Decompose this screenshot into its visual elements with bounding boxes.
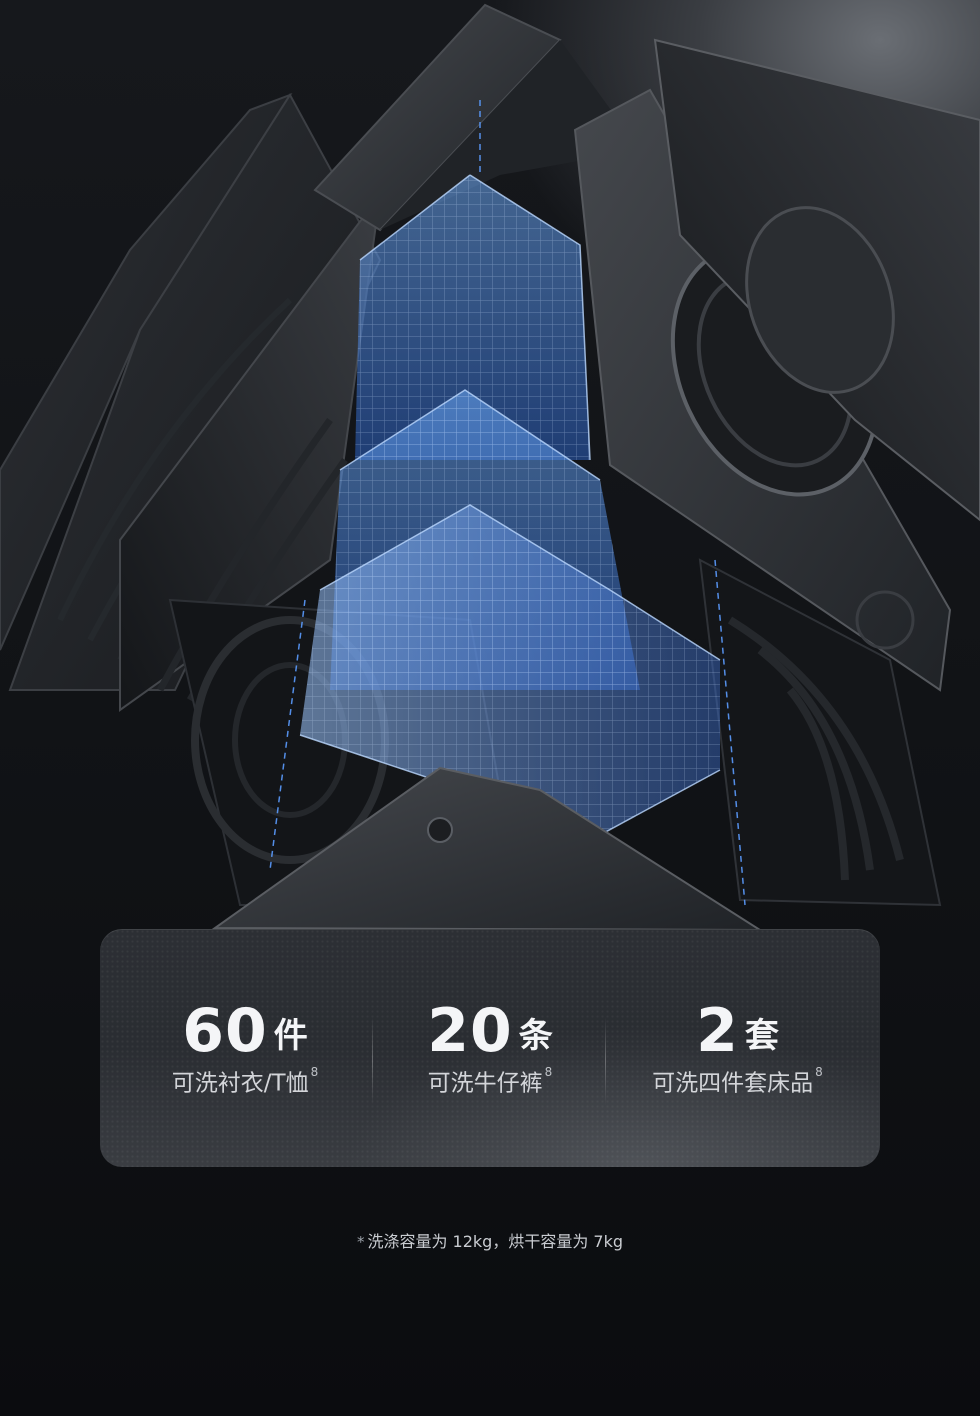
stat-divider (372, 1017, 373, 1105)
stat-bedding-number: 2 (696, 996, 739, 1066)
footnote-text: 洗涤容量为 12kg，烘干容量为 7kg (367, 1232, 624, 1251)
top-panel (313, 3, 640, 232)
laundry-capacity-stack (269, 100, 746, 906)
stat-jeans-note: 8 (544, 1065, 553, 1079)
door-lid (653, 38, 980, 522)
right-rear-panel (698, 558, 942, 907)
capacity-footnote: *洗涤容量为 12kg，烘干容量为 7kg (0, 1228, 980, 1256)
footnote-asterisk: * (356, 1233, 365, 1251)
stat-jeans-number: 20 (427, 996, 513, 1066)
bottom-base-panel (211, 766, 762, 930)
exploded-washer-illustration (0, 3, 980, 930)
stat-jeans-unit: 条 (518, 1016, 553, 1056)
stat-shirts-number: 60 (182, 996, 268, 1066)
stat-shirts-caption-text: 可洗衬衣/T恤 (171, 1070, 309, 1097)
stat-divider (605, 1017, 606, 1105)
stat-jeans-caption-text: 可洗牛仔裤 (427, 1070, 543, 1097)
stat-shirts-unit: 件 (273, 1016, 308, 1056)
stat-bedding-note: 8 (815, 1065, 823, 1079)
stat-bedding-caption-text: 可洗四件套床品 (652, 1070, 814, 1097)
stat-shirts-note: 8 (310, 1065, 319, 1079)
stat-bedding-unit: 套 (744, 1016, 779, 1056)
